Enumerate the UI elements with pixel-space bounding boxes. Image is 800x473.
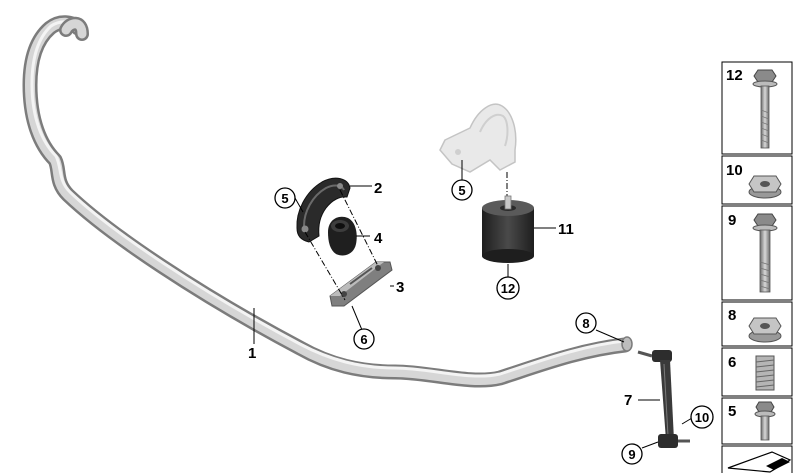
fastener-legend: 12 10 9 <box>721 61 793 473</box>
callout-12-circle: 12 <box>496 276 520 300</box>
stabilizer-bar <box>22 15 633 388</box>
leader-lines <box>253 160 693 449</box>
legend-item-6: 6 <box>721 347 793 397</box>
callout-5b-circle: 5 <box>451 179 473 201</box>
hex-bolt-icon <box>754 401 776 441</box>
callout-8-circle: 8 <box>575 312 597 334</box>
flange-bolt-icon <box>752 213 778 293</box>
callout-2: 2 <box>374 180 382 197</box>
mounting-plate <box>329 261 393 307</box>
callout-1: 1 <box>248 345 256 362</box>
legend-item-12-number: 12 <box>726 67 743 84</box>
legend-item-12: 12 <box>721 61 793 155</box>
callout-3: 3 <box>396 279 404 296</box>
callout-5-circle: 5 <box>274 187 296 209</box>
legend-footer-symbol <box>721 445 793 473</box>
callout-9-circle: 9 <box>621 443 643 465</box>
legend-item-6-number: 6 <box>728 354 736 371</box>
legend-item-5: 5 <box>721 397 793 445</box>
coupling-link <box>637 350 690 448</box>
legend-item-10: 10 <box>721 155 793 205</box>
callout-9-text: 9 <box>628 447 635 462</box>
rubber-bushing <box>328 216 357 256</box>
legend-item-8-number: 8 <box>728 307 736 324</box>
callout-4: 4 <box>374 230 383 247</box>
upper-bracket <box>439 103 517 204</box>
hex-flange-bolt-icon <box>752 69 778 149</box>
legend-item-10-number: 10 <box>726 162 743 179</box>
callout-7: 7 <box>624 392 632 409</box>
callout-10-text: 10 <box>695 410 709 425</box>
callout-12-text: 12 <box>501 281 515 296</box>
assembly-guide-lines <box>304 189 379 301</box>
stabilizer-bracket <box>296 177 351 243</box>
legend-item-9-number: 9 <box>728 212 736 229</box>
callout-11: 11 <box>558 221 574 238</box>
callout-8-text: 8 <box>582 316 589 331</box>
rubber-mount <box>482 195 534 263</box>
callout-10-circle: 10 <box>690 405 714 429</box>
callout-5-text: 5 <box>281 191 288 206</box>
threaded-insert-icon <box>755 355 775 391</box>
callout-6-text: 6 <box>360 332 367 347</box>
callout-6-circle: 6 <box>353 328 375 350</box>
legend-item-9: 9 <box>721 205 793 301</box>
hex-flange-nut-icon <box>748 317 782 343</box>
hex-flange-nut-icon <box>748 175 782 199</box>
legend-item-5-number: 5 <box>728 403 736 420</box>
legend-item-8: 8 <box>721 301 793 347</box>
callout-5b-text: 5 <box>458 183 465 198</box>
